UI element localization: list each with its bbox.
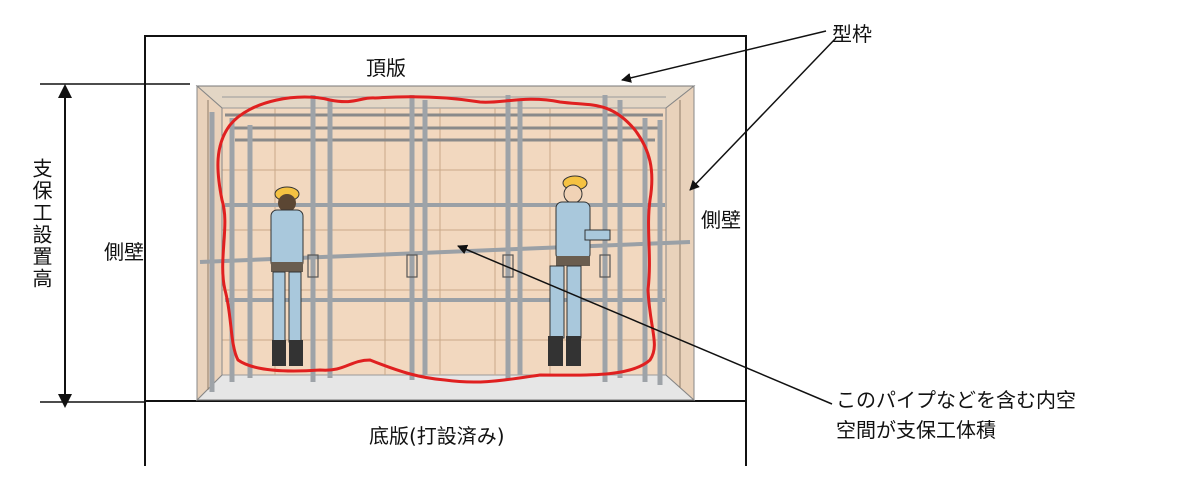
formwork-leader-wall [689, 37, 837, 191]
top-slab-label: 頂版 [366, 56, 406, 80]
structure-outline [144, 35, 747, 402]
note-line-1: このパイプなどを含む内空 [836, 388, 1076, 412]
side-wall-right-label: 側壁 [701, 208, 741, 232]
formwork-label: 型枠 [832, 22, 872, 46]
formwork-illustration [195, 84, 696, 402]
worker-figure [548, 175, 611, 366]
bottom-slab-label: 底版(打設済み) [369, 424, 505, 448]
support-volume-outline [216, 95, 656, 384]
arrow-icon [457, 244, 833, 405]
side-wall-left-label: 側壁 [104, 240, 144, 264]
note-line-2: 空間が支保工体積 [836, 418, 996, 442]
worker-figure [270, 186, 304, 366]
formwork-leader-top [621, 30, 827, 83]
dimension-arrowhead-bottom [58, 394, 72, 408]
dimension-arrowhead-top [58, 84, 72, 98]
support-height-label: 支保工設置高 [29, 158, 53, 290]
